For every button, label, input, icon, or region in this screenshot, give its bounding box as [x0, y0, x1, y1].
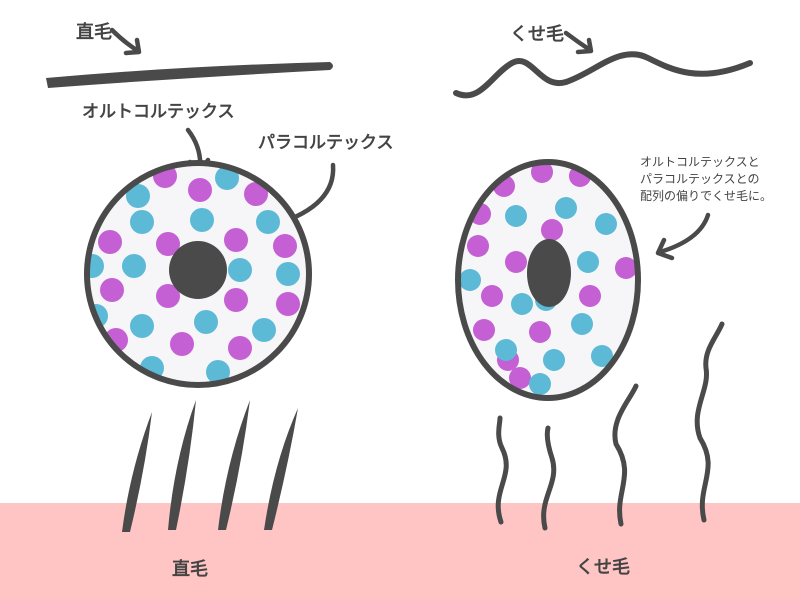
- straight-hair-root: [122, 412, 152, 532]
- straight-hair-cross-section-icon: [84, 160, 312, 388]
- straight-hair-root: [218, 400, 250, 530]
- curly-hair-cross-section-icon: [455, 159, 641, 401]
- curly-hair-root: [612, 383, 639, 527]
- curly-hair-strand: [453, 51, 753, 99]
- medulla-core: [527, 239, 571, 307]
- note-line: 配列の偏りでくせ毛に。: [640, 189, 773, 203]
- note-line: オルトコルテックスと: [640, 155, 760, 169]
- curly-hair-root: [495, 415, 509, 525]
- straight-hair-root: [264, 408, 298, 530]
- curved-arrow-icon: [655, 212, 711, 261]
- straight-hair-label-top: 直毛: [76, 22, 112, 43]
- straight-hair-root: [168, 400, 196, 530]
- cortex-arrangement-note: オルトコルテックスと パラコルテックスとの 配列の偏りでくせ毛に。: [640, 154, 798, 205]
- curly-hair-root: [694, 321, 725, 523]
- curved-arrow-icon: [109, 27, 142, 56]
- straight-hair-strand: [46, 62, 333, 88]
- ortho-cortex-label: オルトコルテックス: [82, 102, 235, 122]
- scalp-band: [0, 503, 800, 600]
- curly-hair-label-top: くせ毛: [510, 24, 564, 45]
- curly-hair-root: [541, 425, 557, 531]
- medulla-core: [169, 241, 227, 299]
- para-cortex-label: パラコルテックス: [258, 133, 394, 153]
- straight-hair-label-bottom: 直毛: [172, 559, 208, 580]
- curly-hair-label-bottom: くせ毛: [576, 557, 630, 578]
- note-line: パラコルテックスとの: [640, 172, 760, 186]
- curved-arrow-icon: [563, 30, 594, 55]
